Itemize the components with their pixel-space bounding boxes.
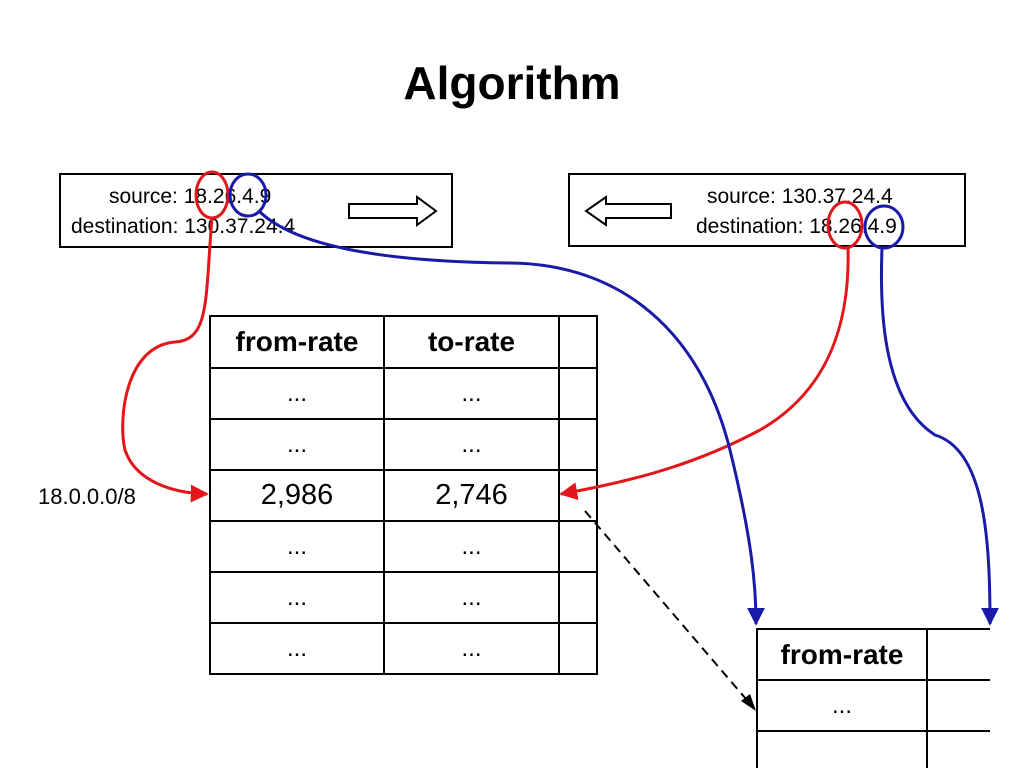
- slide-title: Algorithm: [403, 57, 621, 109]
- table-cell: ...: [286, 430, 307, 458]
- subtable-link-line: [584, 510, 753, 707]
- table-border: [209, 315, 211, 675]
- table-border: [596, 315, 598, 675]
- table-border: [756, 628, 758, 768]
- prefix-label: 18.0.0.0/8: [38, 484, 136, 509]
- arrow-right-icon: [348, 195, 438, 227]
- table-cell: ...: [286, 532, 307, 560]
- second-octet-highlight-circle: [228, 172, 268, 218]
- table-border: [756, 628, 990, 630]
- table-cell: ...: [831, 691, 852, 719]
- table-cell: ...: [461, 634, 482, 662]
- subtable-link-arrowhead: [741, 694, 756, 711]
- table-rule: [209, 571, 598, 573]
- from-rate-value: 2,986: [260, 479, 334, 511]
- table-rule: [209, 520, 598, 522]
- table-cell: ...: [286, 634, 307, 662]
- table-rule: [756, 679, 990, 681]
- first-octet-lookup-arrow: [559, 247, 850, 501]
- table-rule: [926, 628, 928, 768]
- table-cell: ...: [461, 379, 482, 407]
- table-rule: [209, 367, 598, 369]
- packet-destination-line: destination: 130.37.24.4: [71, 215, 296, 238]
- first-octet-highlight-circle: [194, 170, 230, 220]
- table-rule: [209, 622, 598, 624]
- table-header-from-rate: from-rate: [235, 326, 359, 357]
- second-octet-highlight-circle: [863, 204, 905, 250]
- table-cell: ...: [461, 532, 482, 560]
- table-rule: [383, 315, 385, 675]
- table-header-to-rate: to-rate: [427, 326, 516, 357]
- table-border: [209, 315, 598, 317]
- table-rule: [209, 469, 598, 471]
- second-octet-lookup-arrow: [879, 247, 999, 626]
- table-cell: ...: [286, 379, 307, 407]
- sub-table-header-from-rate: from-rate: [780, 638, 904, 670]
- table-rule: [558, 315, 560, 675]
- first-octet-lookup-arrow: [121, 217, 214, 503]
- arrow-left-icon: [584, 195, 672, 227]
- table-cell: ...: [461, 583, 482, 611]
- table-cell: ...: [286, 583, 307, 611]
- table-border: [209, 673, 598, 675]
- first-octet-highlight-circle: [826, 200, 864, 250]
- table-rule: [756, 730, 990, 732]
- packet-destination-line: destination: 18.26.4.9: [696, 215, 897, 238]
- second-octet-lookup-arrow: [258, 210, 765, 626]
- table-cell: ...: [461, 430, 482, 458]
- table-rule: [209, 418, 598, 420]
- to-rate-value: 2,746: [435, 479, 508, 511]
